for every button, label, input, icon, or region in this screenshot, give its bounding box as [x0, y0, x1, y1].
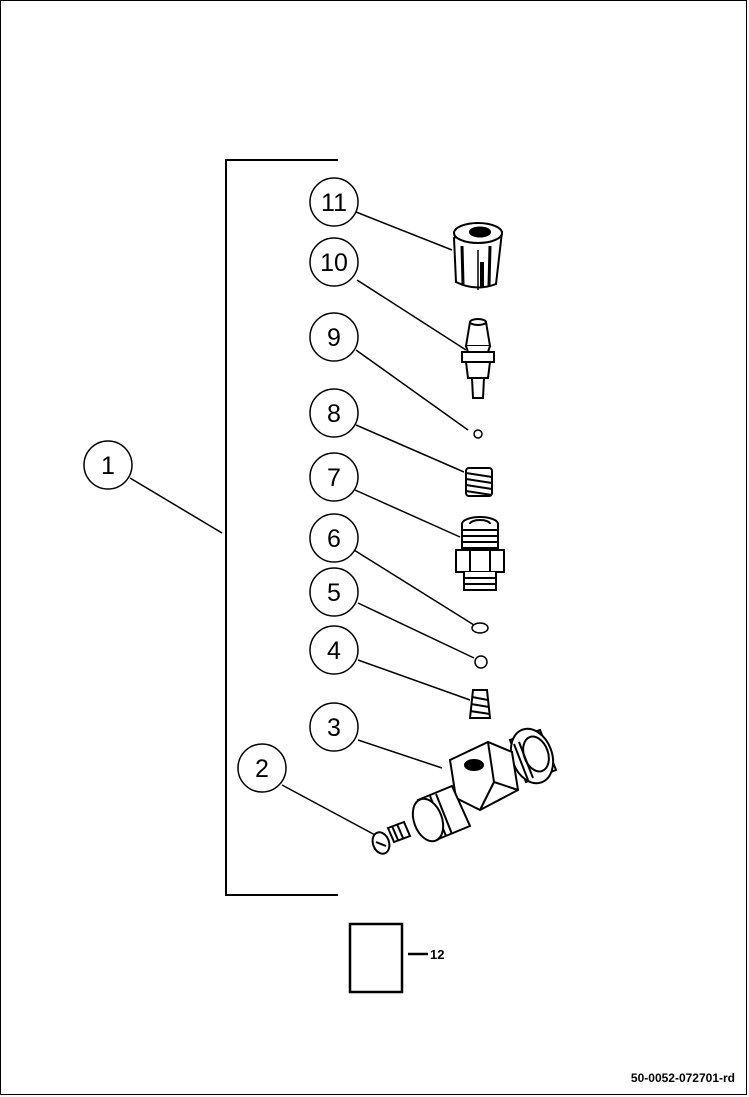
part-5-ball	[474, 655, 488, 669]
callout-number-2: 2	[255, 755, 269, 783]
callout-circle-5	[309, 567, 359, 617]
callout-number-6: 6	[327, 525, 341, 553]
leader-1	[129, 477, 223, 534]
leader-6	[353, 549, 475, 626]
leader-3	[357, 739, 443, 769]
part-7-threaded-body	[455, 516, 505, 591]
callout-number-4: 4	[327, 637, 341, 665]
part-12-label: 12	[430, 947, 444, 962]
callout-circle-4	[309, 625, 359, 675]
part-3-tee-body	[411, 727, 558, 843]
part-11-cap-nut	[452, 222, 504, 290]
callout-circle-3	[309, 702, 359, 752]
callout-number-5: 5	[327, 579, 341, 607]
callout-circle-9	[309, 312, 359, 362]
callout-circle-7	[309, 452, 359, 502]
part-9-ball	[473, 429, 483, 439]
leader-4	[357, 659, 471, 701]
leader-5	[357, 602, 475, 659]
leader-8	[355, 424, 465, 473]
callout-circle-6	[309, 513, 359, 563]
callout-circle-10	[309, 237, 359, 287]
callout-number-10: 10	[320, 249, 348, 277]
callout-number-3: 3	[327, 714, 341, 742]
leader-2	[281, 784, 378, 837]
document-code: 50-0052-072701-rd	[630, 1071, 735, 1085]
leader-10	[356, 279, 467, 351]
part-12-box	[348, 922, 404, 994]
callout-circle-1	[83, 440, 133, 490]
callout-number-11: 11	[321, 189, 347, 217]
leader-7	[354, 489, 461, 538]
leader-9	[355, 349, 469, 431]
callout-number-1: 1	[101, 452, 115, 480]
leader-11	[355, 211, 453, 251]
part-6-o-ring	[471, 622, 489, 634]
part-4-conical-spring	[468, 689, 492, 719]
assembly-bracket	[225, 159, 338, 896]
part-2-screw	[371, 820, 412, 855]
part-8-spring	[465, 467, 493, 497]
callout-circle-11	[309, 177, 359, 227]
part-10-hose-barb	[461, 318, 495, 399]
callout-number-7: 7	[327, 464, 341, 492]
callout-number-8: 8	[327, 400, 341, 428]
callout-circle-2	[237, 743, 287, 793]
callout-circle-8	[309, 388, 359, 438]
callout-number-9: 9	[327, 324, 341, 352]
